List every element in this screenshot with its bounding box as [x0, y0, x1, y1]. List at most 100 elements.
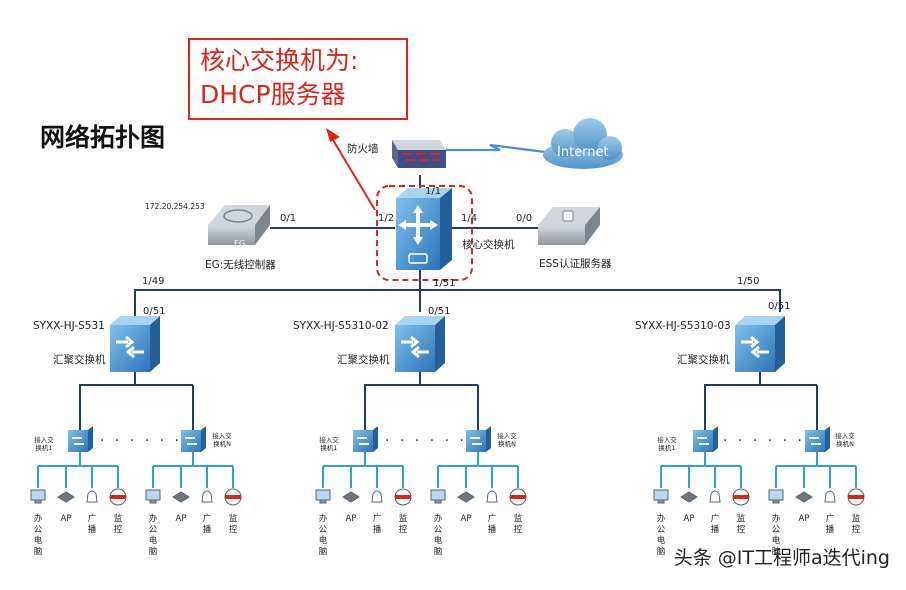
- access-switch-icon: [68, 426, 93, 452]
- speaker-icon: [709, 490, 721, 503]
- aggregation-switch-icon: [735, 316, 785, 372]
- speaker-icon: [486, 490, 498, 503]
- access-switch-icon: [181, 426, 206, 452]
- ellipsis-dots: · · · · · ·: [100, 433, 182, 449]
- endpoint-label: 监控: [736, 514, 746, 535]
- core-port-top: 1/1: [425, 186, 442, 197]
- endpoint-label: 办公电脑: [148, 514, 158, 557]
- agg1-role: 汇聚交换机: [53, 354, 106, 366]
- pc-icon: [30, 489, 46, 504]
- ess-label: ESS认证服务器: [539, 258, 612, 270]
- endpoint-label: 广播: [372, 514, 382, 535]
- agg1-name: SYXX-HJ-S531: [33, 320, 105, 332]
- ess-port-label: 0/0: [516, 213, 533, 224]
- ap-icon: [57, 491, 75, 503]
- trunk-right-port: 1/50: [737, 276, 760, 287]
- pc-icon: [768, 489, 784, 504]
- access-label-1: 接入交换机1: [657, 436, 677, 452]
- eg-ip-label: 172.20.254.253: [145, 202, 205, 211]
- internet-label: Internet: [557, 145, 609, 160]
- camera-icon: [394, 488, 412, 506]
- access-switches: [68, 426, 830, 452]
- firewall-icon: [392, 140, 446, 168]
- camera-icon: [509, 488, 527, 506]
- access-label-1: 接入交换机1: [34, 436, 54, 452]
- dhcp-callout: 核心交换机为: DHCP服务器: [188, 38, 408, 120]
- endpoint-label: 监控: [851, 514, 861, 535]
- agg2-role: 汇聚交换机: [337, 354, 390, 366]
- core-port-left: 1/2: [378, 213, 395, 224]
- aggregation-switch-icon: [110, 316, 160, 372]
- endpoint-label: 办公电脑: [656, 514, 666, 557]
- agg3-name: SYXX-HJ-S5310-03: [635, 320, 731, 332]
- access-endpoint-links: [37, 452, 857, 488]
- firewall-label: 防火墙: [347, 143, 379, 155]
- watermark: 头条 @IT工程师a迭代ing: [673, 547, 890, 569]
- endpoint-label: 广播: [87, 514, 97, 535]
- eg-port-label: 0/1: [280, 213, 297, 224]
- ellipsis-dots: · · · · · ·: [385, 433, 467, 449]
- access-label-1: 接入交换机1: [319, 436, 339, 452]
- ap-icon: [680, 491, 698, 503]
- endpoint-label: 监控: [228, 514, 238, 535]
- endpoint-label: 监控: [113, 514, 123, 535]
- callout-line-2: DHCP服务器: [200, 80, 346, 109]
- speaker-icon: [824, 490, 836, 503]
- endpoint-label: AP: [175, 514, 187, 524]
- ellipsis-dots: · · · · · ·: [723, 433, 805, 449]
- agg2-port: 0/51: [428, 306, 451, 317]
- core-port-bottom: 1/51: [433, 278, 456, 289]
- endpoint-label: 办公电脑: [433, 514, 443, 557]
- ap-icon: [457, 491, 475, 503]
- access-label-n: 接入交换机N: [212, 432, 232, 448]
- endpoint-label: AP: [345, 514, 357, 524]
- access-switch-icon: [466, 426, 491, 452]
- agg3-role: 汇聚交换机: [677, 354, 730, 366]
- speaker-icon: [371, 490, 383, 503]
- core-label: 核心交换机: [462, 239, 515, 251]
- agg3-port: 0/51: [768, 301, 791, 312]
- ap-icon: [342, 491, 360, 503]
- diagram-title: 网络拓扑图: [40, 123, 166, 152]
- access-label-n: 接入交换机N: [835, 432, 855, 448]
- agg-access-links: [79, 372, 818, 430]
- core-switch-icon: [396, 188, 452, 270]
- pc-icon: [145, 489, 161, 504]
- pc-icon: [653, 489, 669, 504]
- endpoint-label: 广播: [710, 514, 720, 535]
- endpoint-label: AP: [683, 514, 695, 524]
- access-switch-icon: [693, 426, 718, 452]
- callout-arrow: [326, 128, 376, 211]
- endpoint-label: 监控: [398, 514, 408, 535]
- core-highlight-box: [376, 185, 473, 281]
- endpoint-label: 办公电脑: [318, 514, 328, 557]
- pc-icon: [315, 489, 331, 504]
- callout-line-1: 核心交换机为:: [200, 46, 359, 75]
- ap-icon: [172, 491, 190, 503]
- access-switch-icon: [353, 426, 378, 452]
- camera-icon: [732, 488, 750, 506]
- endpoint-icons: [30, 488, 865, 506]
- endpoint-label: AP: [460, 514, 472, 524]
- core-port-right: 1/4: [461, 213, 478, 224]
- camera-icon: [847, 488, 865, 506]
- eg-device-text: EG: [234, 239, 246, 248]
- pc-icon: [430, 489, 446, 504]
- speaker-icon: [86, 490, 98, 503]
- speaker-icon: [201, 490, 213, 503]
- endpoint-label: 广播: [487, 514, 497, 535]
- endpoint-label: 监控: [513, 514, 523, 535]
- access-switch-icon: [805, 426, 830, 452]
- endpoint-label: AP: [60, 514, 72, 524]
- endpoint-label: 广播: [825, 514, 835, 535]
- eg-label: EG:无线控制器: [205, 259, 276, 271]
- access-label-n: 接入交换机N: [497, 432, 517, 448]
- agg1-port: 0/51: [143, 306, 166, 317]
- core-links: [134, 175, 781, 316]
- aggregation-switch-icon: [395, 316, 445, 372]
- internet-cloud-icon: [543, 118, 623, 169]
- internet-link: [440, 143, 546, 154]
- endpoint-label: 办公电脑: [33, 514, 43, 557]
- camera-icon: [224, 488, 242, 506]
